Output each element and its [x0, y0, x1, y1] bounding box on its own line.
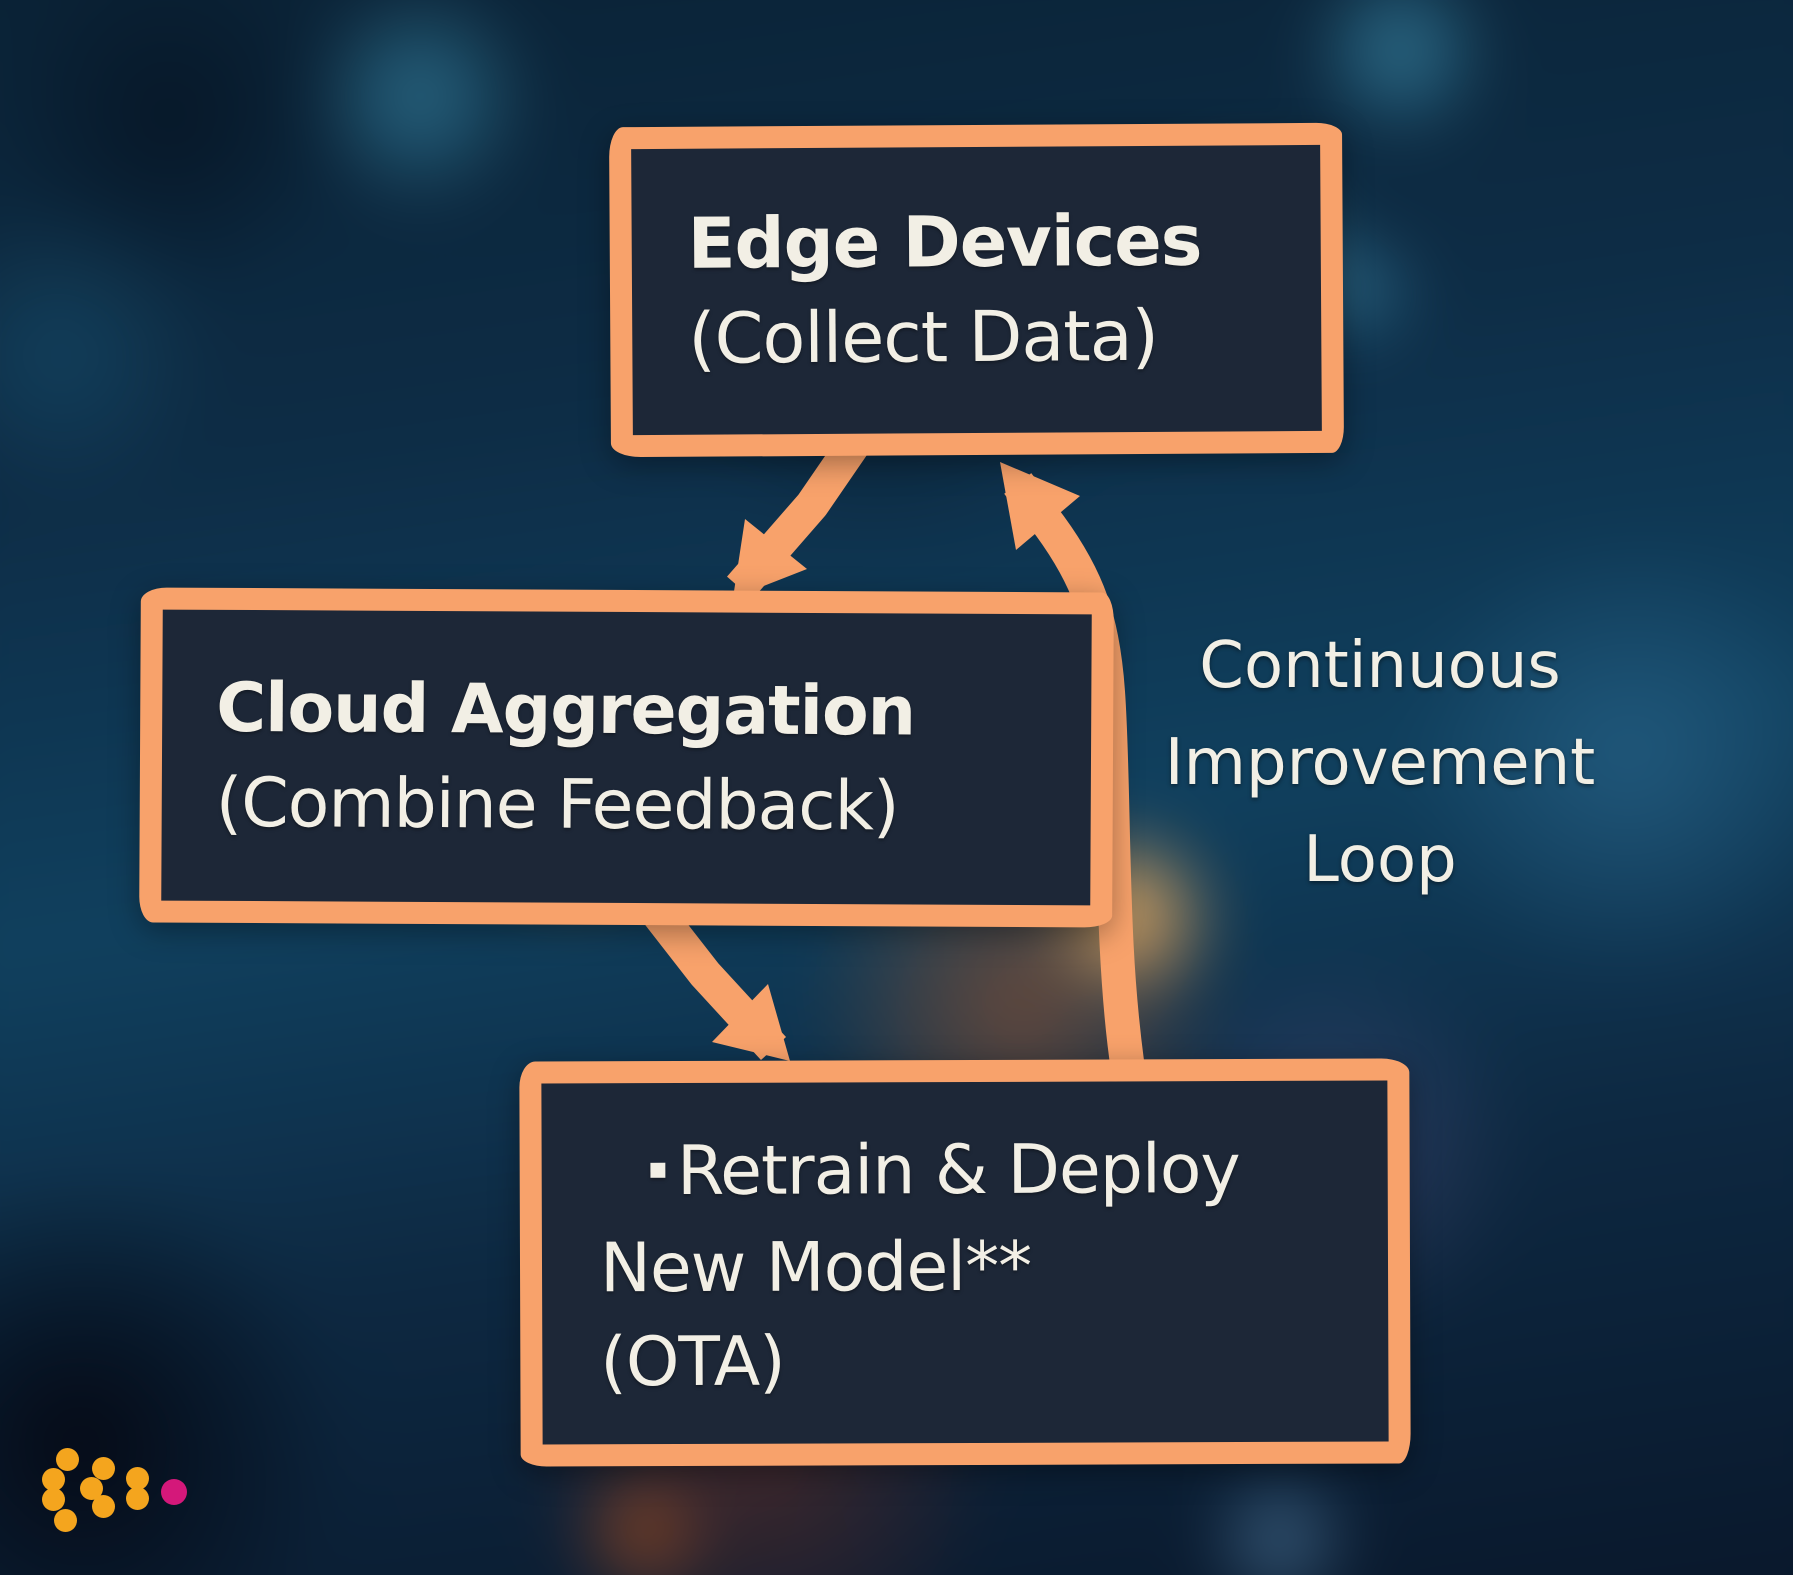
loop-label-line3: Loop [1303, 823, 1457, 897]
node-retrain-deploy: ▪Retrain & Deploy New Model** (OTA) [519, 1058, 1411, 1467]
node-retrain-deploy-line2: New Model** [599, 1227, 1032, 1309]
logo-dot [80, 1477, 103, 1500]
logo-dot [92, 1457, 115, 1480]
loop-label-line1: Continuous [1199, 629, 1561, 703]
node-cloud-aggregation-subtitle: (Combine Feedback) [215, 763, 899, 846]
logo-dot [126, 1487, 149, 1510]
logo-dot [54, 1509, 77, 1532]
node-retrain-deploy-line3: (OTA) [600, 1322, 785, 1403]
node-retrain-deploy-line1-text: Retrain & Deploy [676, 1129, 1240, 1211]
square-bullet-icon: ▪ [647, 1151, 668, 1187]
logo-dot [56, 1448, 79, 1471]
loop-label-line2: Improvement [1164, 726, 1596, 800]
brand-logo [40, 1445, 200, 1545]
logo-dot [92, 1495, 115, 1518]
logo-dot-magenta [161, 1479, 187, 1505]
node-retrain-deploy-line1: ▪Retrain & Deploy [600, 1122, 1388, 1222]
continuous-improvement-loop-label: Continuous Improvement Loop [1090, 618, 1670, 909]
node-cloud-aggregation: Cloud Aggregation (Combine Feedback) [139, 587, 1114, 928]
logo-dot [126, 1467, 149, 1490]
logo-dot [42, 1468, 65, 1491]
node-cloud-aggregation-title: Cloud Aggregation [216, 668, 916, 752]
node-edge-devices-subtitle: (Collect Data) [688, 294, 1159, 380]
logo-dot [42, 1488, 65, 1511]
node-edge-devices: Edge Devices (Collect Data) [608, 122, 1345, 458]
node-edge-devices-title: Edge Devices [687, 199, 1202, 285]
